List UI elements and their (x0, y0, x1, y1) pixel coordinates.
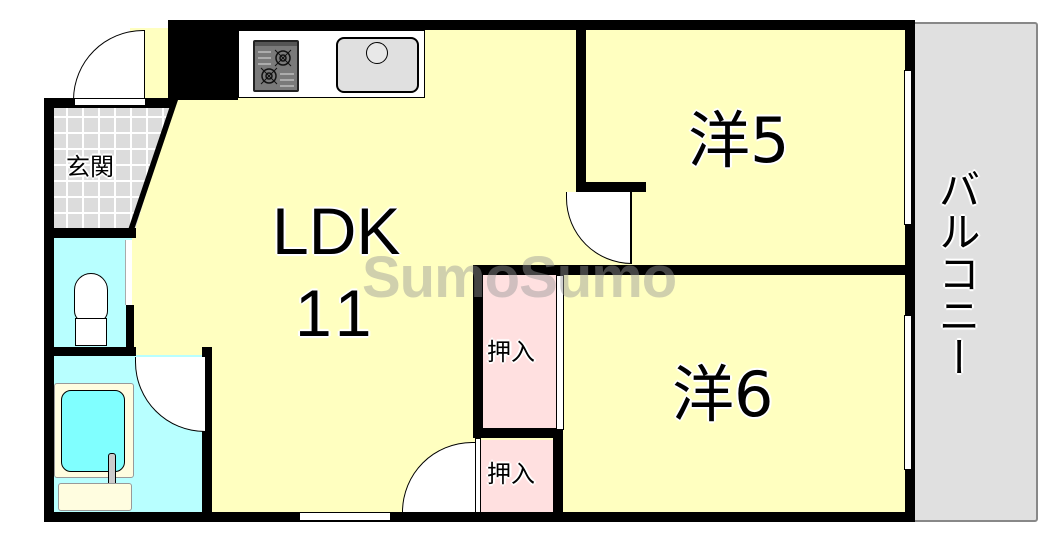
closet-upper-floor (480, 275, 558, 430)
wall-w5-stub (576, 182, 646, 192)
bottom-window (299, 512, 391, 521)
western-6-label: 洋6 (672, 358, 774, 431)
wall-left (44, 98, 54, 520)
western-5-floor (580, 28, 910, 270)
western-6-balcony-window[interactable] (904, 315, 912, 470)
wall-closet-left (473, 265, 483, 435)
wall-kitchen-block (168, 20, 238, 100)
closet-lower-floor (480, 440, 558, 515)
western-5-balcony-window[interactable] (904, 70, 912, 225)
closet-upper-label: 押入 (487, 338, 535, 366)
wall-w5-w6-divider (473, 265, 913, 275)
wall-closet-divider (473, 428, 558, 438)
toilet-door[interactable] (125, 240, 132, 305)
watermark: SumoSumo (362, 245, 677, 310)
western-5-label: 洋5 (688, 104, 790, 177)
wall-top (168, 20, 913, 30)
balcony-floor (912, 22, 1038, 522)
ldk-size-label: 11 (295, 276, 380, 350)
wall-toilet-bottom (44, 347, 136, 356)
wall-bottom (44, 512, 914, 522)
wall-bath-right (202, 347, 212, 517)
toilet-icon (72, 273, 110, 347)
closet-upper-sliding-door[interactable] (556, 275, 564, 430)
bathtub-icon (54, 383, 134, 478)
wall-entrance-bottom (44, 228, 136, 238)
wall-closet-right-lower (553, 428, 563, 518)
wall-w5-left (576, 20, 586, 190)
wall-toilet-right (126, 305, 134, 350)
closet-lower-door-jamb (475, 438, 481, 513)
entrance-door[interactable] (73, 30, 145, 100)
entrance-door-threshold (74, 98, 146, 106)
kitchen-sink-icon (336, 37, 419, 93)
entrance-label: 玄関 (66, 153, 114, 181)
gas-stove-icon (253, 40, 299, 92)
bath-step (58, 483, 132, 511)
closet-lower-label: 押入 (487, 460, 535, 488)
western-6-floor (555, 270, 910, 518)
ldk-label: LDK (272, 194, 401, 268)
balcony-label: バルコニー (932, 168, 981, 378)
